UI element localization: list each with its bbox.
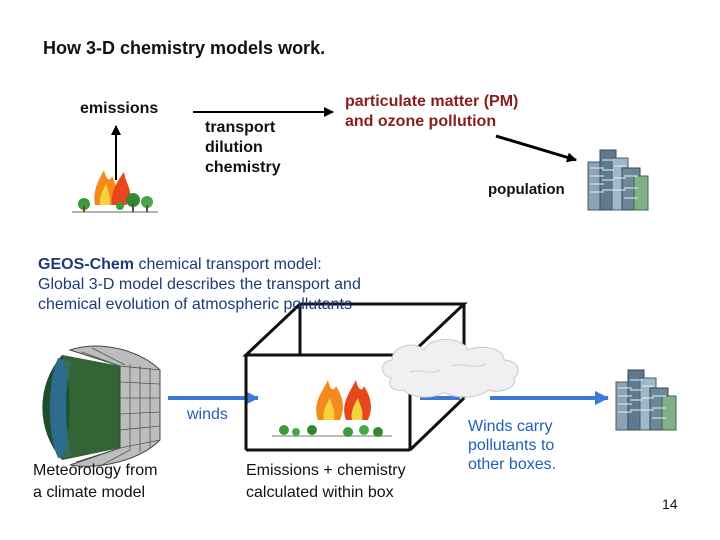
trees-icon: [272, 425, 392, 437]
model-grid-box: [242, 302, 468, 452]
emissions-chemistry-label: Emissions + chemistry calculated within …: [246, 462, 406, 501]
city-buildings-icon: [615, 369, 677, 431]
forest-fire-icon: [72, 170, 158, 213]
cloud-icon: [381, 339, 519, 398]
page-number: 14: [662, 496, 678, 512]
winds-label: winds: [187, 406, 228, 423]
slide-title: How 3-D chemistry models work.: [43, 38, 326, 58]
emissions-label: emissions: [80, 100, 159, 117]
population-label: population: [488, 181, 565, 198]
city-buildings-icon: [587, 149, 649, 211]
globe-grid-icon: [42, 345, 161, 467]
geos-chem-line1: chemical transport model:: [134, 256, 322, 273]
population-arrow: [495, 134, 577, 163]
geos-chem-name: GEOS-Chem: [38, 256, 135, 273]
geos-chem-line3: chemical evolution of atmospheric pollut…: [38, 296, 352, 313]
pollution-label: particulate matter (PM) and ozone pollut…: [345, 93, 519, 130]
fire-icon: [316, 380, 371, 420]
meteorology-label: Meteorology from a climate model: [33, 462, 158, 501]
geos-chem-line2: Global 3-D model describes the transport…: [38, 276, 361, 293]
winds-carry-label: Winds carry pollutants to other boxes.: [468, 418, 557, 473]
processes-label: transport dilution chemistry: [205, 119, 281, 176]
geos-chem-description: GEOS-Chem chemical transport model: Glob…: [38, 255, 361, 315]
